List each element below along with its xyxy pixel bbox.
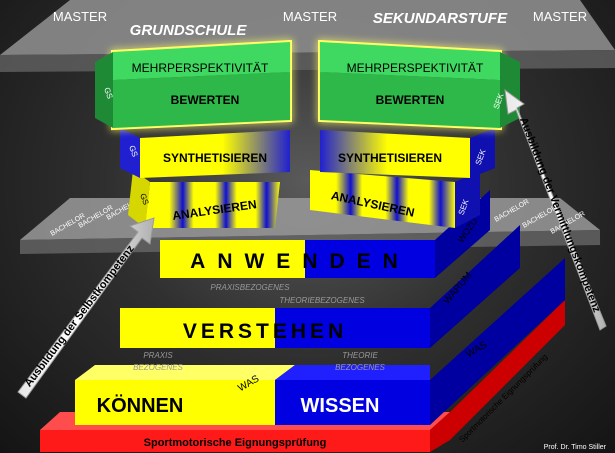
verstehen-front-right (275, 308, 430, 348)
master-label-center: MASTER (283, 9, 337, 24)
wissen-front (275, 380, 430, 425)
gs-analysieren-side (128, 170, 150, 228)
sek-bewerten-side (500, 52, 520, 128)
base-front (40, 430, 430, 452)
wissen-note-1: THEORIE (342, 351, 378, 360)
gs-synthetisieren-tag: GS (127, 144, 139, 158)
gs-analysieren-front (145, 182, 280, 228)
wissen-note-2: BEZOGENES (335, 363, 385, 372)
koennen-front (75, 380, 275, 425)
gs-bewerten-label: BEWERTEN (171, 93, 240, 107)
gs-bewerten-side (95, 52, 113, 128)
grundschule-heading: GRUNDSCHULE (130, 22, 248, 39)
verstehen-side (430, 225, 520, 348)
sek-analysieren-side (455, 170, 480, 228)
wissen-top (275, 365, 430, 380)
gs-mehrperspektivitaet-label: MEHRPERSPEKTIVITÄT (132, 61, 269, 75)
gs-bewerten-front (113, 72, 290, 128)
gs-synthetisieren-front (140, 130, 290, 178)
gs-synthetisieren-side (120, 128, 140, 178)
verstehen-label: VERSTEHEN (183, 320, 347, 343)
gs-synthetisieren-label: SYNTHETISIEREN (163, 151, 267, 165)
gs-bewerten-top (113, 42, 290, 80)
author-credit: Prof. Dr. Timo Stiller (544, 444, 607, 451)
theoriebezogenes-note: THEORIEBEZOGENES (279, 296, 365, 305)
koennen-top (75, 365, 295, 380)
gs-analysieren-tag: GS (138, 192, 150, 206)
sek-synthetisieren-side (470, 128, 495, 178)
anwenden-front-left (160, 240, 305, 278)
verstehen-front-left (120, 308, 275, 348)
koennen-note-2: BEZOGENES (133, 363, 183, 372)
vermittlungskompetenz-arrow (504, 88, 607, 331)
koennen-label: KÖNNEN (97, 394, 184, 417)
sek-bewerten-label: BEWERTEN (376, 93, 445, 107)
koennen-note-1: PRAXIS (143, 351, 173, 360)
wissen-side (430, 258, 565, 425)
anwenden-front-right (305, 240, 435, 278)
anwenden-label: ANWENDEN (190, 250, 410, 273)
master-label-right: MASTER (533, 9, 587, 24)
base-label: Sportmotorische Eignungsprüfung (144, 437, 327, 449)
sek-synthetisieren-label: SYNTHETISIEREN (338, 151, 442, 165)
sek-mehrperspektivitaet-label: MEHRPERSPEKTIVITÄT (347, 61, 484, 75)
sek-bewerten-front (320, 72, 500, 128)
sek-synthetisieren-front (320, 130, 470, 178)
master-plane (0, 0, 615, 55)
wissen-label: WISSEN (301, 395, 380, 417)
master-label-left: MASTER (53, 9, 107, 24)
selbstkompetenz-arrow (17, 217, 155, 399)
sek-analysieren-front (310, 170, 455, 228)
gs-bewerten-tag: GS (102, 86, 114, 100)
base-side (430, 300, 565, 452)
praxisbezogenes-note: PRAXISBEZOGENES (210, 283, 290, 292)
sekundarstufe-heading: SEKUNDARSTUFE (373, 10, 508, 27)
sek-bewerten-top (320, 42, 500, 80)
